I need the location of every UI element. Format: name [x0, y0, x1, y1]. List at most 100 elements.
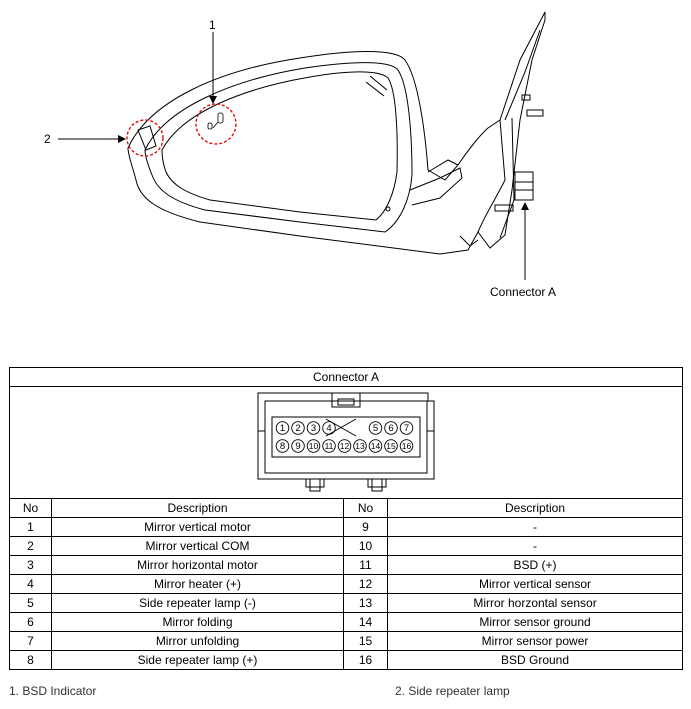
- callout-2: 2: [44, 119, 164, 157]
- pin-no: 9: [343, 517, 388, 537]
- pin-number: 7: [404, 423, 409, 434]
- callout-1: 1: [195, 18, 237, 145]
- glass-reflection: [369, 75, 388, 91]
- pin-cavity: [322, 439, 336, 453]
- glass-reflection: [365, 81, 385, 97]
- pin-number: 2: [295, 423, 300, 434]
- arrow-head: [209, 96, 217, 104]
- table-header-row: No Description No Description: [9, 498, 684, 518]
- arrow-head: [118, 135, 126, 143]
- pin-number: 10: [309, 441, 319, 451]
- table-title: Connector A: [8, 367, 684, 387]
- pin-number: 15: [386, 441, 396, 451]
- pin-description: Side repeater lamp (-): [51, 593, 344, 613]
- connector-latch-inner: [337, 398, 355, 406]
- pin-number: 3: [311, 423, 316, 434]
- connector-inner-frame: [264, 400, 428, 474]
- pin-cavity: [384, 421, 398, 435]
- mounting-stud: [494, 204, 514, 212]
- pin-cavity: [399, 439, 414, 453]
- header-no: No: [9, 498, 52, 518]
- connector-pin-table: Connector A: [8, 367, 684, 670]
- pin-description: Mirror unfolding: [51, 631, 344, 651]
- header-no: No: [343, 498, 388, 518]
- connector-tab: [367, 478, 387, 488]
- pin-no: 10: [343, 536, 388, 556]
- pin-no: 14: [343, 612, 388, 632]
- pin-no: 7: [9, 631, 52, 651]
- pin-description: Mirror vertical COM: [51, 536, 344, 556]
- mirror-arm-edge: [427, 159, 459, 173]
- pin-cavity: [353, 439, 367, 453]
- pin-cavity: [275, 439, 290, 453]
- pin-cavity: [384, 439, 398, 453]
- pin-cavity: [322, 421, 336, 435]
- pin-description: Mirror horizontal motor: [51, 555, 344, 575]
- arrow-head: [521, 202, 529, 210]
- connector-a-body: [514, 171, 534, 201]
- pin-number: 8: [280, 441, 285, 452]
- pin-number: 9: [295, 441, 300, 452]
- connector-tab: [305, 478, 325, 488]
- connector-a-label: Connector A: [490, 285, 556, 299]
- pin-description: -: [386, 517, 684, 537]
- pin-description: Mirror horzontal sensor: [386, 593, 684, 613]
- pin-no: 1: [9, 517, 52, 537]
- callout-2-label: 2: [44, 132, 51, 146]
- mirror-glass: [161, 71, 398, 221]
- callout-2-circle: [126, 119, 164, 157]
- pin-description: Mirror vertical motor: [51, 517, 344, 537]
- pin-no: 12: [343, 574, 388, 594]
- pin-no: 8: [9, 650, 52, 670]
- pin-description: BSD Ground: [386, 650, 684, 670]
- pin-no: 2: [9, 536, 52, 556]
- mounting-base: [477, 11, 546, 249]
- pin-no: 15: [343, 631, 388, 651]
- mirror-bezel: [144, 62, 413, 233]
- pin-no: 5: [9, 593, 52, 613]
- mounting-stud: [526, 109, 544, 117]
- pin-no: 13: [343, 593, 388, 613]
- table-title-row: Connector A: [8, 367, 684, 387]
- housing-detail: [459, 235, 479, 247]
- pin-cavity: [368, 421, 383, 435]
- pin-number: 4: [326, 423, 331, 434]
- footnote-side-repeater-lamp: 2. Side repeater lamp: [395, 684, 510, 698]
- pin-number: 5: [373, 423, 378, 434]
- pin-cavity: [306, 439, 321, 453]
- pin-no: 11: [343, 555, 388, 575]
- header-description: Description: [51, 498, 344, 518]
- mirror-diagram: 2 1 Connector A: [44, 11, 556, 299]
- blank-cavity-mark: [325, 418, 357, 437]
- mounting-stud: [521, 94, 531, 101]
- pin-no: 3: [9, 555, 52, 575]
- pin-cavity: [337, 439, 352, 453]
- pin-cavity: [306, 421, 321, 435]
- mounting-base-inner: [504, 29, 541, 121]
- bsd-indicator-icon: [217, 112, 224, 124]
- pin-description: Side repeater lamp (+): [51, 650, 344, 670]
- pin-no: 4: [9, 574, 52, 594]
- pin-description: Mirror folding: [51, 612, 344, 632]
- pin-description: Mirror heater (+): [51, 574, 344, 594]
- pin-number: 16: [402, 441, 412, 451]
- pin-no: 16: [343, 650, 388, 670]
- pin-description: Mirror sensor ground: [386, 612, 684, 632]
- pin-cavity: [291, 421, 305, 435]
- pin-cavity: [399, 421, 414, 435]
- pin-number: 6: [388, 423, 393, 434]
- connector-shell: [257, 392, 435, 492]
- callout-connector-a: Connector A: [490, 202, 556, 299]
- pin-number: 12: [340, 441, 350, 451]
